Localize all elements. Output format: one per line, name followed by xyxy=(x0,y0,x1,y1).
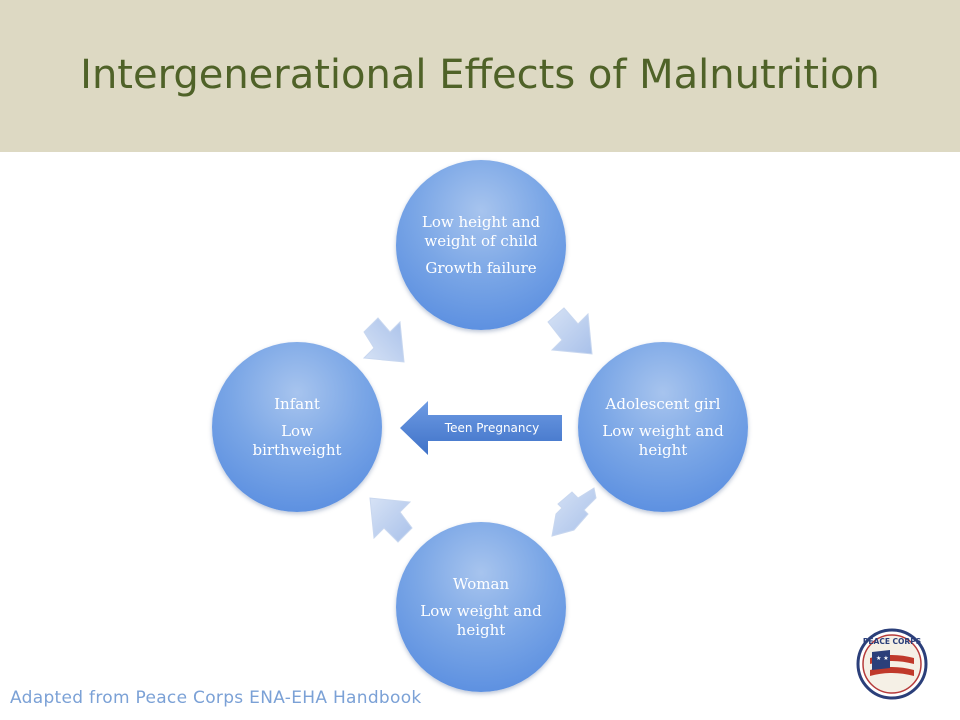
page-title: Intergenerational Effects of Malnutritio… xyxy=(80,52,880,98)
node-woman-title: Woman xyxy=(452,574,510,593)
svg-text:★ ★: ★ ★ xyxy=(876,655,889,662)
node-child-subtitle: Growth failure xyxy=(425,258,537,277)
peace-corps-logo-icon: ★ ★ PEACE CORPS xyxy=(856,628,928,700)
teen-pregnancy-label: Teen Pregnancy xyxy=(444,421,540,435)
cycle-arrow-top-right xyxy=(547,307,593,355)
node-infant-subtitle: Low birthweight xyxy=(252,421,342,459)
logo-lettering: PEACE CORPS xyxy=(863,637,921,646)
node-adolescent-girl: Adolescent girl Low weight and height xyxy=(578,342,748,512)
teen-pregnancy-arrow xyxy=(400,401,562,455)
node-adolescent-title: Adolescent girl xyxy=(605,394,721,413)
cycle-arrow-top-left xyxy=(362,317,405,363)
node-child: Low height and weight of child Growth fa… xyxy=(396,160,566,330)
node-woman-subtitle: Low weight and height xyxy=(420,601,542,639)
node-child-title: Low height and weight of child xyxy=(421,212,541,250)
title-banner xyxy=(0,0,960,152)
node-adolescent-subtitle: Low weight and height xyxy=(602,421,724,459)
node-woman: Woman Low weight and height xyxy=(396,522,566,692)
node-infant: Infant Low birthweight xyxy=(212,342,382,512)
node-infant-title: Infant xyxy=(274,394,320,413)
source-credit: Adapted from Peace Corps ENA-EHA Handboo… xyxy=(10,688,422,708)
cycle-arrow-bottom-left xyxy=(369,497,413,543)
cycle-arrow-bottom-right xyxy=(551,487,597,537)
